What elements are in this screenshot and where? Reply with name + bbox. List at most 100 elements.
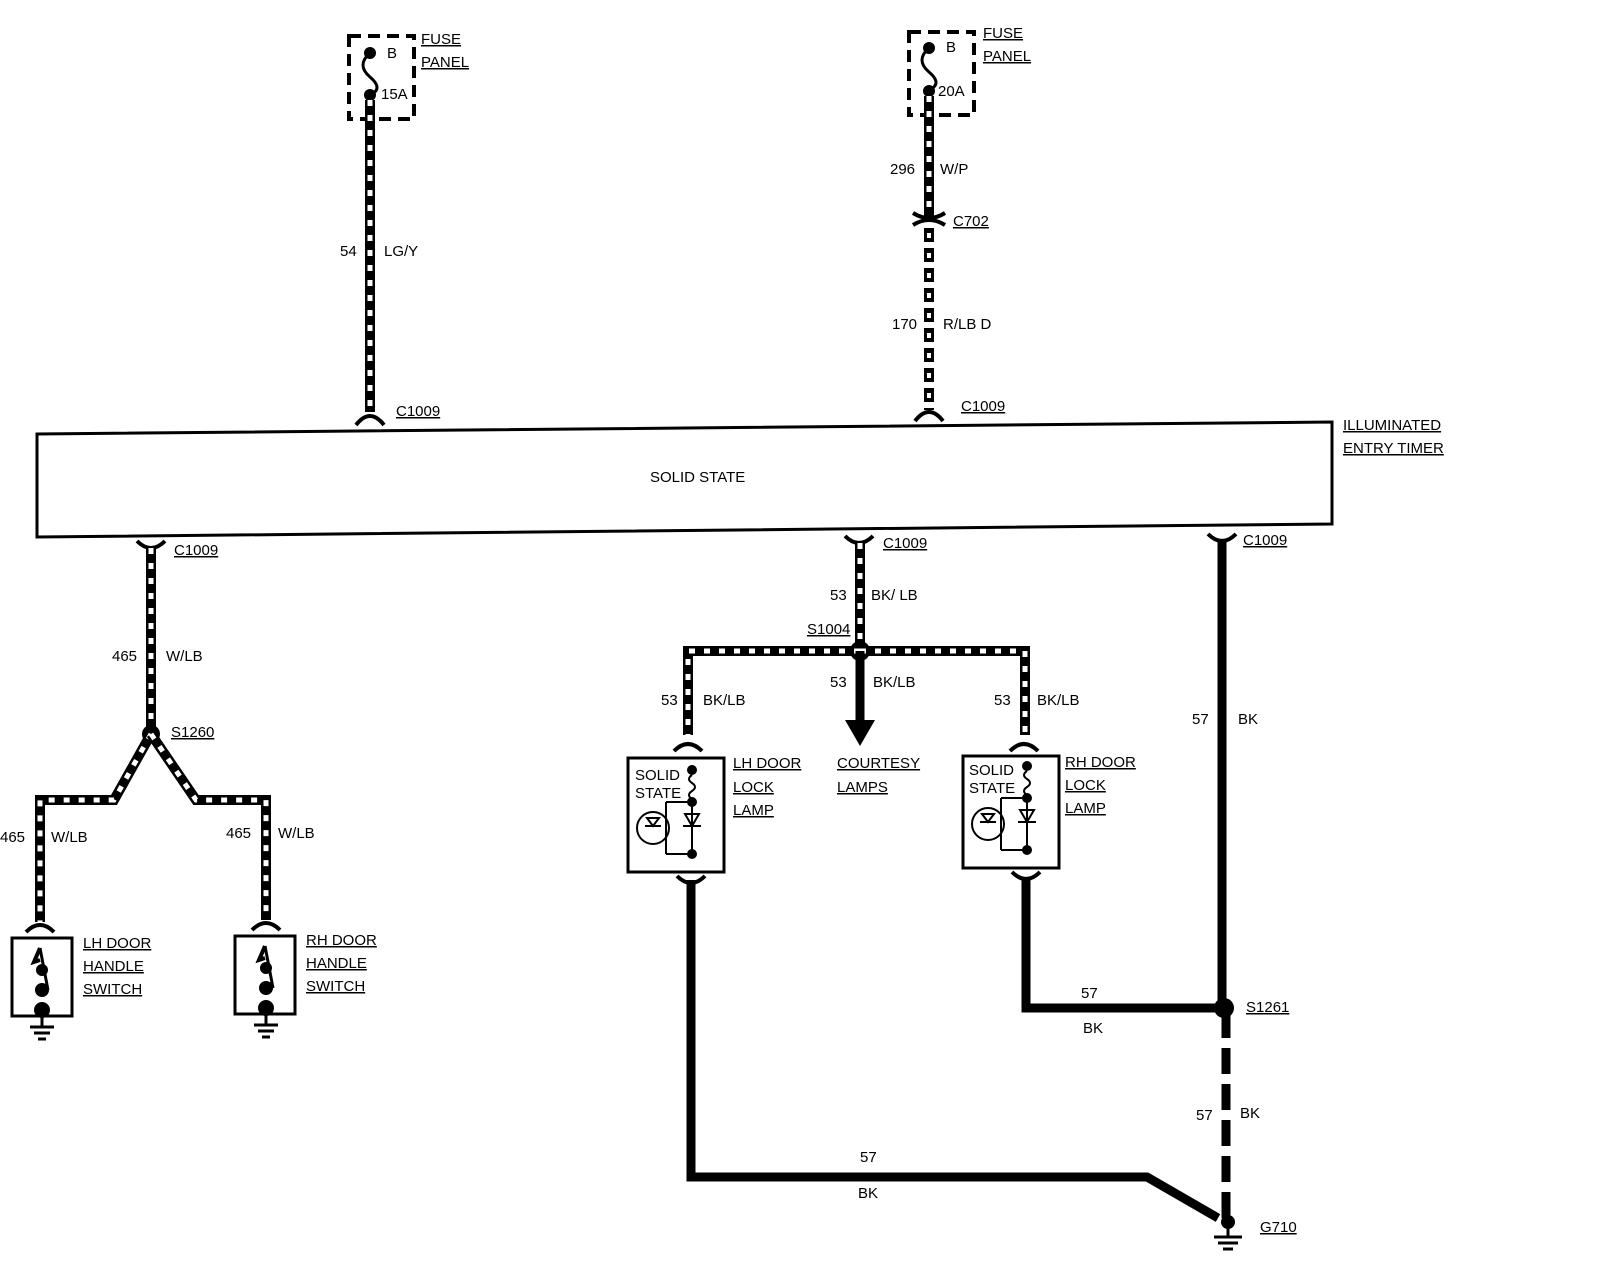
courtesy-lamps-label-1: COURTESY (837, 755, 920, 772)
fuse-panel-left: B 15A FUSE PANEL (347, 31, 469, 121)
wire-57-vertical-circuit: 57 (1192, 711, 1209, 728)
wire-57-branch (1021, 880, 1222, 1013)
wire-170-circuit: 170 (892, 316, 917, 333)
lh-switch-label-1: LH DOOR (83, 935, 152, 952)
splice-s1260-label: S1260 (171, 724, 214, 741)
fuse-left-element (361, 51, 379, 97)
fuse-left-output-dot (364, 89, 376, 101)
fuse-left-rating: 15A (381, 86, 408, 103)
wire-57-bottom-color: BK (858, 1185, 878, 1202)
fuse-left-label-2: PANEL (421, 54, 469, 71)
lh-lamp-label-1: LH DOOR (733, 755, 802, 772)
wire-53-left-circuit: 53 (661, 692, 678, 709)
wire-53-top-color: BK/ LB (871, 587, 918, 604)
wire-296-circuit: 296 (890, 161, 915, 178)
wire-53-mid-color: BK/LB (873, 674, 916, 691)
wire-53-top-circuit: 53 (830, 587, 847, 604)
wire-57-branch-color: BK (1083, 1020, 1103, 1037)
wire-53-left-color: BK/LB (703, 692, 746, 709)
wire-53-mid-circuit: 53 (830, 674, 847, 691)
rh-door-handle-switch: RH DOOR HANDLE SWITCH (233, 921, 377, 1039)
rh-led-icon (971, 807, 1005, 841)
rh-lamp-label-1: RH DOOR (1065, 754, 1136, 771)
wire-465-left-color: W/LB (51, 829, 88, 846)
wire-53-right-circuit: 53 (994, 692, 1011, 709)
wire-53-left (683, 646, 860, 735)
lh-switch-label-2: HANDLE (83, 958, 144, 975)
connector-c702-label: C702 (953, 213, 989, 230)
ground-g710-icon (1214, 1215, 1242, 1251)
connector-c1009-top-left (354, 414, 386, 427)
connector-c1009-bottom-mid-label: C1009 (883, 535, 927, 552)
connector-c1009-top-right-label: C1009 (961, 398, 1005, 415)
lh-switch-contact-icon (30, 947, 42, 966)
lh-lamp-label-2: LOCK (733, 779, 774, 796)
splice-s1261-label: S1261 (1246, 999, 1289, 1016)
wire-465-top-circuit: 465 (112, 648, 137, 665)
fuse-right-rating: 20A (938, 83, 965, 100)
fuse-left-terminal: B (387, 45, 397, 62)
lh-lamp-label-3: LAMP (733, 802, 774, 819)
module-name-line2: ENTRY TIMER (1343, 440, 1444, 457)
ground-icon-lh-switch (30, 1025, 54, 1041)
wire-53-right-color: BK/LB (1037, 692, 1080, 709)
fuse-right-label-1: FUSE (983, 25, 1023, 42)
rh-switch-label-2: HANDLE (306, 955, 367, 972)
wire-465-left (35, 731, 156, 922)
connector-c1009-top-left-label: C1009 (396, 403, 440, 420)
connector-c1009-bottom-left (135, 539, 167, 550)
wire-465-left-circuit: 465 (0, 829, 25, 846)
ground-g710-label: G710 (1260, 1219, 1297, 1236)
connector-c1009-bottom-mid (843, 534, 875, 545)
wire-465-top-color: W/LB (166, 648, 203, 665)
rh-lamp-inner-1: SOLID (969, 762, 1014, 779)
wire-57-bottom-circuit: 57 (860, 1149, 877, 1166)
zener-icon (683, 813, 701, 828)
fuse-right-terminal: B (946, 39, 956, 56)
wire-57-lower-circuit: 57 (1196, 1107, 1213, 1124)
arrow-down-icon (845, 720, 875, 746)
wire-54-circuit: 54 (340, 243, 357, 260)
module-name-line1: ILLUMINATED (1343, 417, 1441, 434)
module-box (35, 420, 1334, 539)
lh-door-handle-switch: LH DOOR HANDLE SWITCH (10, 923, 152, 1041)
led-icon (636, 811, 670, 845)
rh-switch-label-1: RH DOOR (306, 932, 377, 949)
wire-296-color: W/P (940, 161, 968, 178)
fuse-right-label-2: PANEL (983, 48, 1031, 65)
wire-53-courtesy (845, 651, 875, 746)
wire-53-right (860, 646, 1030, 735)
wire-54-color: LG/Y (384, 243, 418, 260)
connector-c1009-bottom-right (1206, 532, 1238, 543)
wire-465-right (146, 731, 271, 920)
fuse-left-label-1: FUSE (421, 31, 461, 48)
lh-switch-label-3: SWITCH (83, 981, 142, 998)
fuse-panel-right: B 20A FUSE PANEL (907, 25, 1031, 117)
connector-c1009-bottom-left-label: C1009 (174, 542, 218, 559)
fuse-right-output-dot (923, 85, 935, 97)
wire-57-lower-color: BK (1240, 1105, 1260, 1122)
connector-c1009-bottom-right-label: C1009 (1243, 532, 1287, 549)
lh-lamp-inner-1: SOLID (635, 767, 680, 784)
illuminated-entry-timer-module: SOLID STATE ILLUMINATED ENTRY TIMER (35, 417, 1444, 539)
rh-door-lock-lamp: SOLID STATE RH DOOR LOCK LAMP (961, 742, 1136, 881)
fuse-right-box (907, 30, 976, 117)
splice-s1004-label: S1004 (807, 621, 850, 638)
rh-lamp-label-3: LAMP (1065, 800, 1106, 817)
rh-lamp-label-2: LOCK (1065, 777, 1106, 794)
wire-170-color: R/LB D (943, 316, 992, 333)
lh-door-lock-lamp: SOLID STATE LH DOOR LOCK LAMP (626, 742, 802, 885)
rh-zener-icon (1018, 809, 1036, 824)
rh-switch-contact-icon (255, 945, 267, 964)
fuse-right-element (920, 46, 938, 92)
wire-57-vertical-color: BK (1238, 711, 1258, 728)
courtesy-lamps-label-2: LAMPS (837, 779, 888, 796)
connector-c1009-top-right (913, 410, 945, 423)
rh-switch-label-3: SWITCH (306, 978, 365, 995)
wire-57-bottom (686, 880, 1221, 1222)
lh-lamp-inner-2: STATE (635, 785, 681, 802)
connector-c702 (911, 211, 947, 227)
wire-465-right-circuit: 465 (226, 825, 251, 842)
fuse-left-box (347, 34, 416, 121)
